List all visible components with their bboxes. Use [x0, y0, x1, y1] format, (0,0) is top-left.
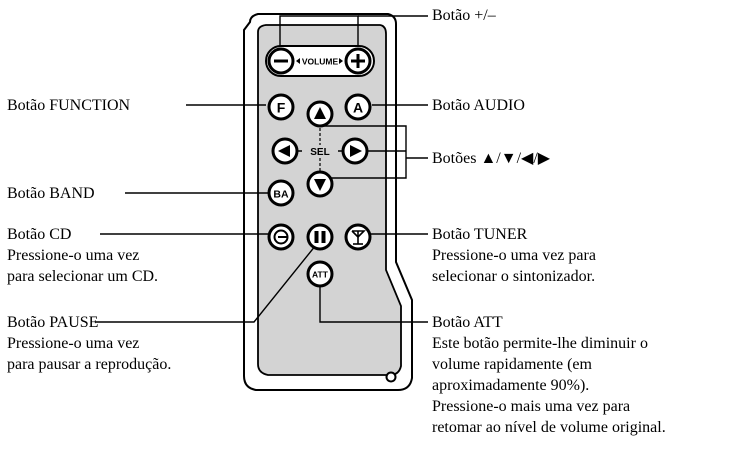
cd-button[interactable]	[267, 223, 295, 251]
pause-button[interactable]	[306, 223, 334, 251]
callout-att: Botão ATT Este botão permite-lhe diminui…	[432, 314, 666, 436]
svg-text:F: F	[277, 100, 286, 116]
callout-audio: Botão AUDIO	[432, 97, 525, 114]
arrow-cluster: SEL	[271, 100, 369, 198]
svg-text:ATT: ATT	[312, 270, 329, 280]
callout-pause: Botão PAUSE Pressione-o uma vez para pau…	[7, 314, 172, 373]
callout-cd: Botão CD Pressione-o uma vez para seleci…	[7, 226, 159, 285]
volume-label: VOLUME	[302, 57, 339, 67]
cd-icon	[273, 229, 289, 245]
tuner-button[interactable]	[344, 223, 372, 251]
pause-icon	[314, 231, 319, 243]
svg-text:A: A	[353, 100, 363, 116]
band-button[interactable]: BA	[267, 179, 295, 207]
audio-button[interactable]: A	[344, 93, 372, 121]
callout-arrows: Botões ▲/▼/◀/▶	[432, 150, 551, 167]
callout-plus-minus: Botão +/–	[432, 7, 496, 24]
antenna-icon	[351, 230, 366, 245]
callout-tuner: Botão TUNER Pressione-o uma vez para sel…	[432, 226, 596, 285]
remote-led-dot	[385, 371, 397, 383]
function-button[interactable]: F	[267, 93, 295, 121]
att-button[interactable]: ATT	[306, 260, 334, 288]
callout-function: Botão FUNCTION	[7, 97, 131, 114]
svg-text:BA: BA	[273, 189, 289, 201]
callout-band: Botão BAND	[7, 185, 95, 202]
volume-control: VOLUME	[265, 45, 375, 77]
sel-label: SEL	[310, 147, 329, 158]
